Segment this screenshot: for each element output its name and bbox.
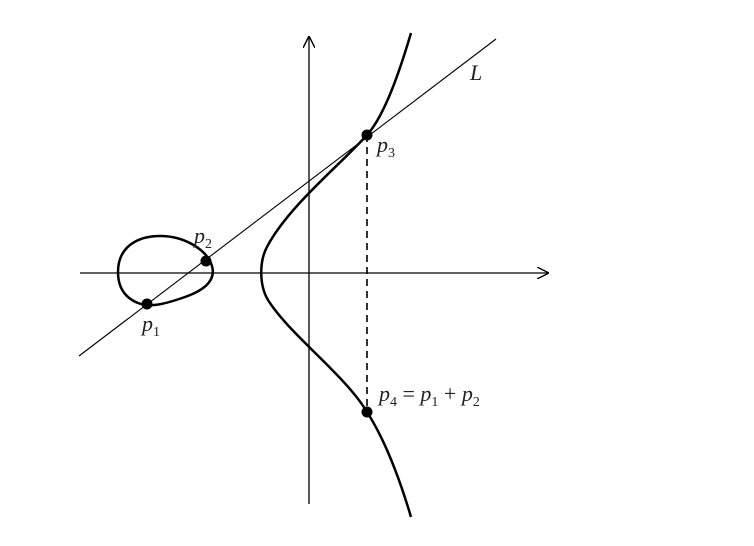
point-p1-label: p1 bbox=[140, 311, 160, 340]
point-p4-dot bbox=[361, 406, 373, 418]
line-label: L bbox=[469, 60, 482, 85]
secant-line bbox=[78, 38, 497, 357]
point-p2-label: p2 bbox=[192, 223, 212, 252]
curve-branch bbox=[260, 32, 413, 518]
point-p1-dot bbox=[141, 298, 153, 310]
point-p3-dot bbox=[361, 129, 373, 141]
point-p2-dot bbox=[200, 255, 212, 267]
point-p4-equation: p4 = p1 + p2 bbox=[377, 381, 480, 410]
point-p3-label: p3 bbox=[375, 132, 395, 161]
curve-oval bbox=[116, 234, 215, 307]
